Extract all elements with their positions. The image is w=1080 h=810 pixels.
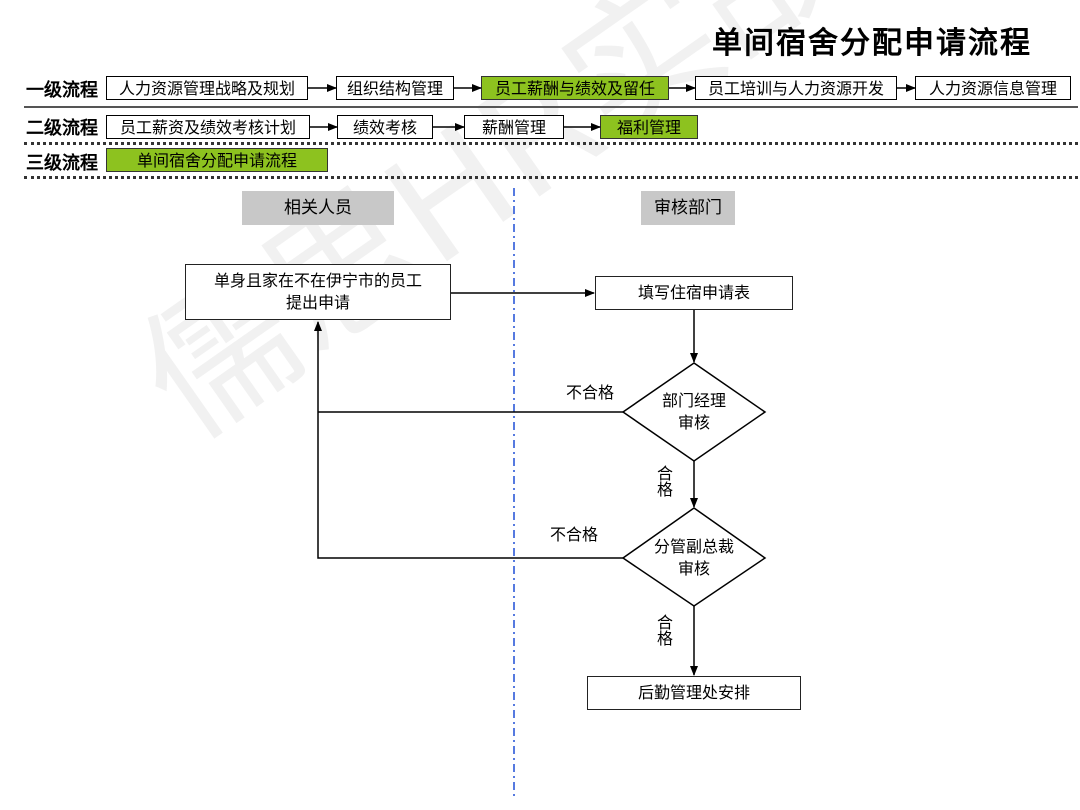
decision-review1-line2: 审核	[677, 413, 710, 432]
level3-label: 三级流程	[26, 153, 98, 174]
flow-box-start-line1: 单身且家在不在伊宁市的员工	[213, 271, 422, 290]
flow-box-end[interactable]: 后勤管理处安排	[587, 676, 801, 710]
level1-item-training[interactable]: 员工培训与人力资源开发	[695, 76, 897, 100]
edge-label-fail2: 不合格	[550, 525, 599, 544]
level3-item-current[interactable]: 单间宿舍分配申请流程	[106, 148, 328, 172]
level2-item-salary[interactable]: 薪酬管理	[464, 115, 564, 139]
edge-label-pass1: 合格	[654, 465, 673, 497]
level-separator	[24, 106, 1078, 108]
flow-box-fill-form[interactable]: 填写住宿申请表	[595, 276, 793, 310]
level2-item-plan[interactable]: 员工薪资及绩效考核计划	[106, 115, 310, 139]
level-separator	[24, 142, 1078, 145]
flow-box-end-label: 后勤管理处安排	[637, 683, 750, 702]
level1-item-compensation[interactable]: 员工薪酬与绩效及留任	[481, 76, 669, 100]
edge-label-fail1: 不合格	[566, 383, 615, 402]
level-separator	[24, 176, 1078, 179]
decision-review2-line1: 分管副总裁	[653, 537, 734, 556]
page-title: 单间宿舍分配申请流程	[712, 26, 1032, 61]
level2-label: 二级流程	[26, 118, 98, 139]
decision-review1-line1: 部门经理	[661, 391, 726, 410]
flow-line-fail2	[314, 321, 623, 559]
flow-box-start[interactable]: 单身且家在不在伊宁市的员工 提出申请	[185, 264, 451, 320]
flow-box-start-line2: 提出申请	[285, 293, 350, 312]
lane-header-left: 相关人员	[242, 191, 394, 225]
flow-box-fill-form-label: 填写住宿申请表	[637, 283, 750, 302]
level1-item-strategy[interactable]: 人力资源管理战略及规划	[106, 76, 308, 100]
edge-label-pass2: 合格	[654, 614, 673, 646]
decision-review2-text: 分管副总裁 审核	[639, 536, 749, 580]
decision-review2-line2: 审核	[677, 559, 710, 578]
level1-item-org[interactable]: 组织结构管理	[336, 76, 454, 100]
level2-item-welfare[interactable]: 福利管理	[600, 115, 698, 139]
lane-header-right: 审核部门	[641, 191, 735, 225]
decision-review1-text: 部门经理 审核	[644, 390, 744, 434]
level1-label: 一级流程	[26, 80, 98, 101]
level1-item-info[interactable]: 人力资源信息管理	[915, 76, 1071, 100]
